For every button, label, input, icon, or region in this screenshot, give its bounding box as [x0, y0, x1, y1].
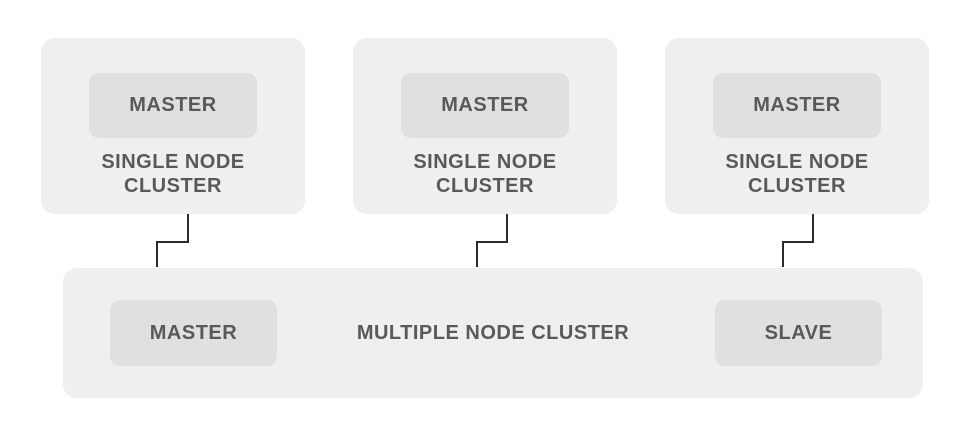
connector-cluster1-to-multi — [156, 214, 189, 267]
cluster-title: SINGLE NODE CLUSTER — [413, 151, 557, 197]
cluster-title: SINGLE NODE CLUSTER — [101, 151, 245, 197]
master-node-label: MASTER — [149, 321, 238, 344]
multiple-node-cluster: MULTIPLE NODE CLUSTER MASTER SLAVE — [63, 268, 923, 398]
slave-node-box: SLAVE — [715, 300, 882, 366]
master-node-box: MASTER — [713, 73, 881, 138]
master-node-box: MASTER — [401, 73, 569, 138]
connector-cluster3-to-multi — [782, 214, 814, 267]
slave-node-label: SLAVE — [764, 321, 833, 344]
single-node-cluster-1: MASTER SINGLE NODE CLUSTER — [41, 38, 305, 214]
single-node-cluster-3: MASTER SINGLE NODE CLUSTER — [665, 38, 929, 214]
master-node-label: MASTER — [129, 94, 217, 116]
master-node-label: MASTER — [753, 94, 841, 116]
master-node-box: MASTER — [89, 73, 257, 138]
master-node-box: MASTER — [110, 300, 277, 366]
cluster-title: SINGLE NODE CLUSTER — [725, 151, 869, 197]
single-node-cluster-2: MASTER SINGLE NODE CLUSTER — [353, 38, 617, 214]
connector-cluster2-to-multi — [476, 214, 508, 267]
master-node-label: MASTER — [441, 94, 529, 116]
